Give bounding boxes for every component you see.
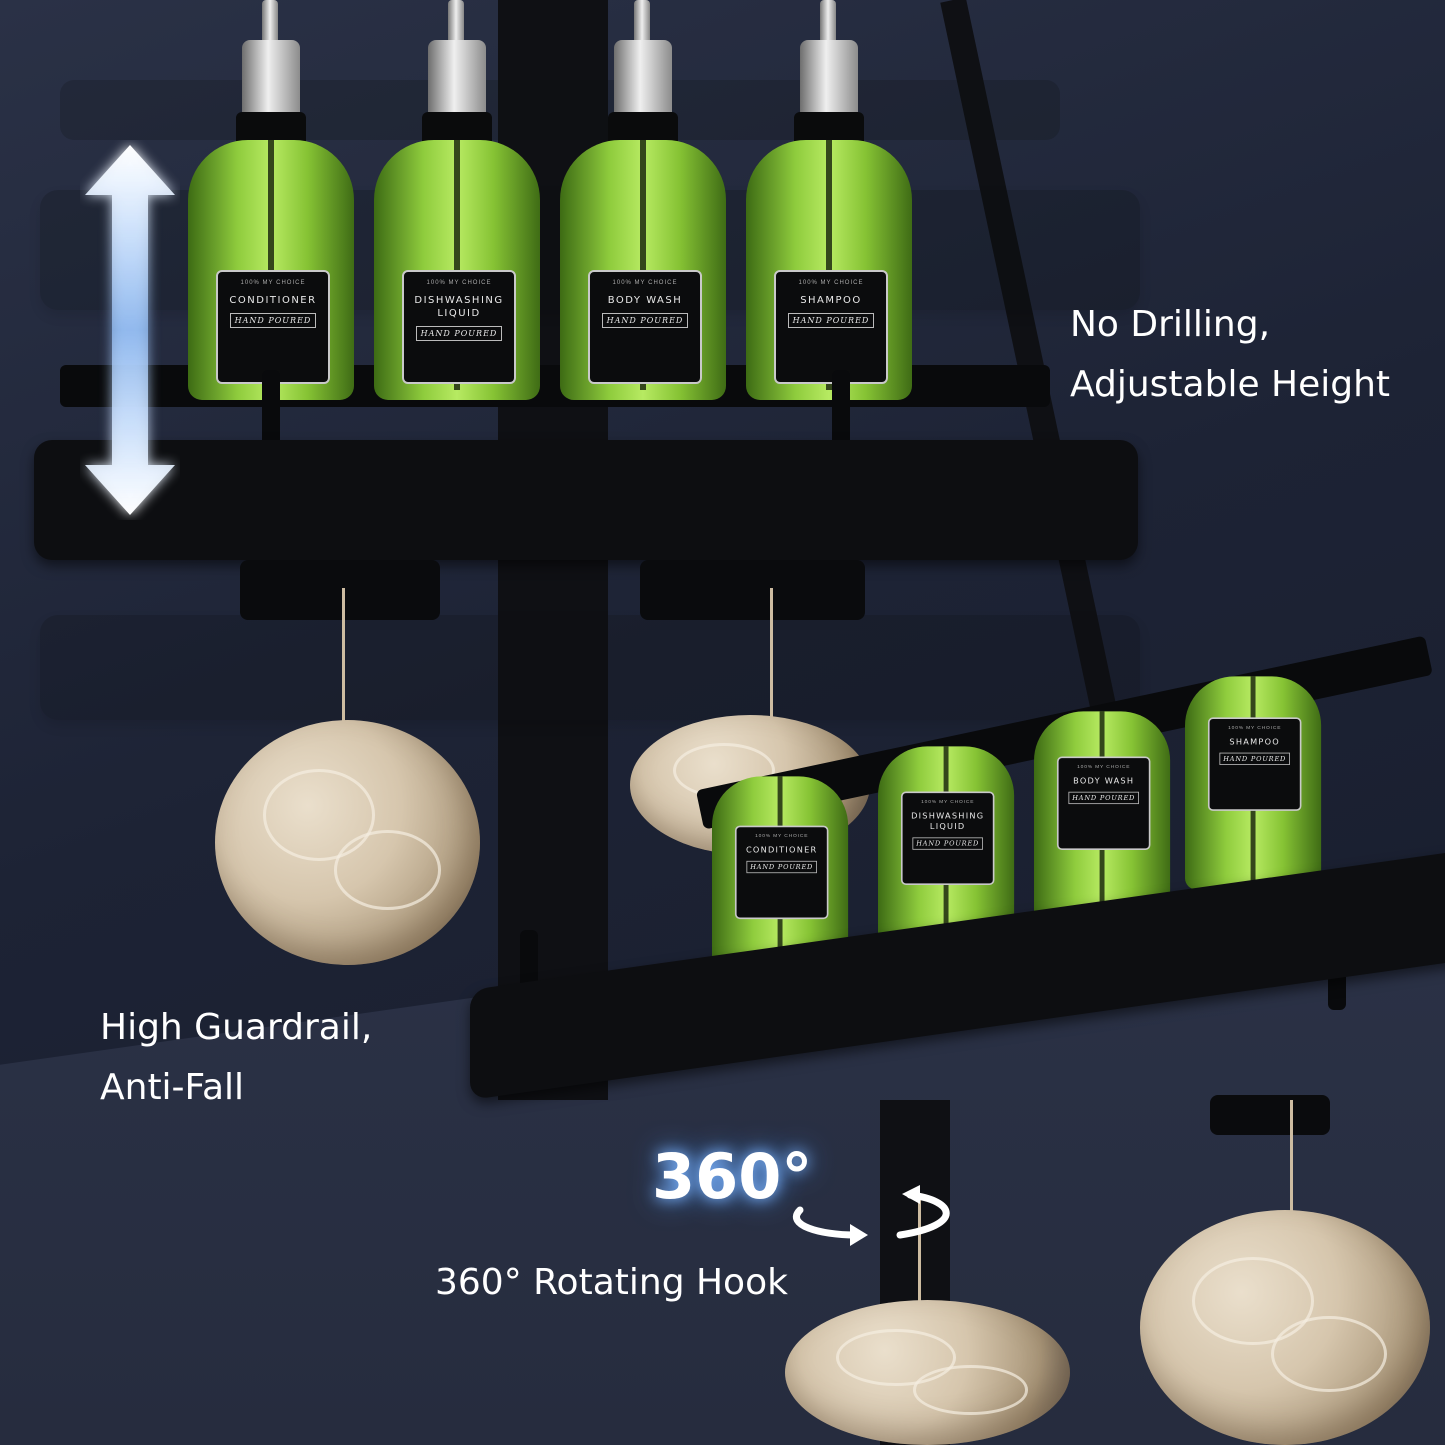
bath-pouf-bottom-right bbox=[1140, 1210, 1430, 1445]
lower-shelf-hook bbox=[1210, 1095, 1330, 1135]
double-vertical-arrow-icon bbox=[85, 145, 175, 515]
bottle-label: 100% MY CHOICE BODY WASH HAND POURED bbox=[588, 270, 702, 384]
top-shelf-hook-right bbox=[640, 560, 865, 620]
bottle-label: 100% MY CHOICE BODY WASH HAND POURED bbox=[1056, 756, 1151, 850]
bottle-bottom-3: 100% MY CHOICE BODY WASH HAND POURED bbox=[1034, 695, 1171, 990]
bottle-top-2: 100% MY CHOICE DISHWASHING LIQUID HAND P… bbox=[374, 0, 540, 400]
caption-high-guardrail: High Guardrail, Anti-Fall bbox=[100, 998, 372, 1118]
pouf-string bbox=[1290, 1100, 1293, 1240]
bottle-top-3: 100% MY CHOICE BODY WASH HAND POURED bbox=[560, 0, 726, 400]
caption-line: No Drilling, bbox=[1070, 304, 1271, 345]
bottle-label: 100% MY CHOICE DISHWASHING LIQUID HAND P… bbox=[402, 270, 516, 384]
caption-rotating-hook: 360° Rotating Hook bbox=[435, 1262, 788, 1303]
bath-pouf-left bbox=[215, 720, 480, 965]
bottle-bottom-4: 100% MY CHOICE SHAMPOO HAND POURED bbox=[1185, 660, 1322, 955]
bottle-label: 100% MY CHOICE CONDITIONER HAND POURED bbox=[216, 270, 330, 384]
rotate-360-icon bbox=[793, 1185, 950, 1246]
bottle-label: 100% MY CHOICE CONDITIONER HAND POURED bbox=[734, 825, 829, 920]
caption-no-drilling: No Drilling, Adjustable Height bbox=[1070, 295, 1390, 415]
caption-line: High Guardrail, bbox=[100, 1007, 373, 1048]
bath-pouf-bottom-center bbox=[785, 1300, 1070, 1445]
bottle-label: 100% MY CHOICE SHAMPOO HAND POURED bbox=[774, 270, 888, 384]
pouf-string bbox=[342, 588, 345, 748]
caption-line: Adjustable Height bbox=[1070, 364, 1391, 405]
bottle-top-1: 100% MY CHOICE CONDITIONER HAND POURED bbox=[188, 0, 354, 400]
bottle-label: 100% MY CHOICE SHAMPOO HAND POURED bbox=[1207, 717, 1302, 811]
bottle-label: 100% MY CHOICE DISHWASHING LIQUID HAND P… bbox=[900, 791, 995, 885]
bottle-top-4: 100% MY CHOICE SHAMPOO HAND POURED bbox=[746, 0, 912, 400]
pouf-string bbox=[918, 1200, 921, 1350]
top-shelf-hook-left bbox=[240, 560, 440, 620]
top-shelf bbox=[34, 440, 1138, 560]
pouf-string bbox=[770, 588, 773, 728]
caption-line: Anti-Fall bbox=[100, 1067, 245, 1108]
rotation-badge: 360° bbox=[652, 1140, 813, 1213]
